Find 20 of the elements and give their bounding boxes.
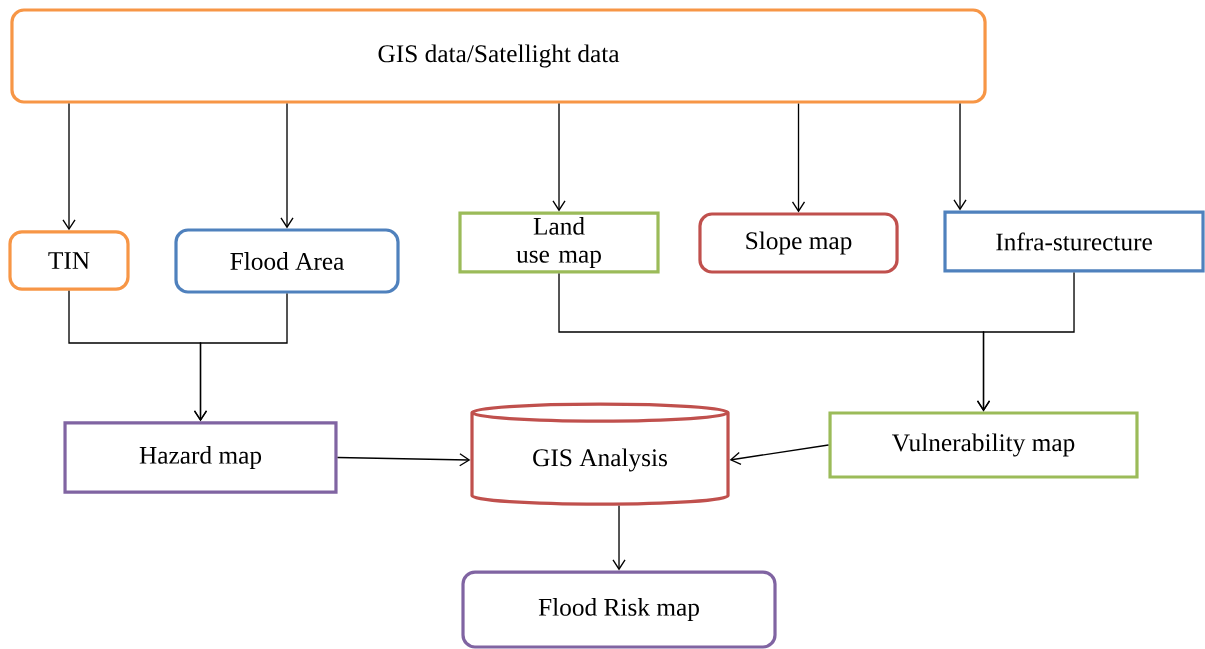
process-box: Flood Area — [174, 228, 400, 294]
process-box: Infra-sturecture — [943, 210, 1205, 273]
process-box: TIN — [8, 230, 130, 291]
arrow — [336, 453, 471, 467]
arrow — [62, 102, 76, 231]
database-cylinder: GIS Analysis — [470, 402, 730, 506]
arrow — [976, 271, 1075, 412]
arrow — [953, 102, 967, 211]
process-box: Vulnerability map — [828, 411, 1139, 479]
arrow — [791, 102, 806, 213]
process-box: Hazard map — [63, 421, 338, 494]
arrow — [552, 102, 566, 212]
process-box: Slope map — [698, 212, 899, 274]
arrow — [280, 102, 294, 229]
process-box: GIS data/Satellight data — [10, 8, 987, 104]
arrow — [612, 505, 626, 571]
arrow — [193, 292, 288, 422]
arrow — [729, 444, 830, 465]
process-box: Flood Risk map — [461, 570, 777, 649]
process-box: Land use map — [458, 211, 660, 274]
